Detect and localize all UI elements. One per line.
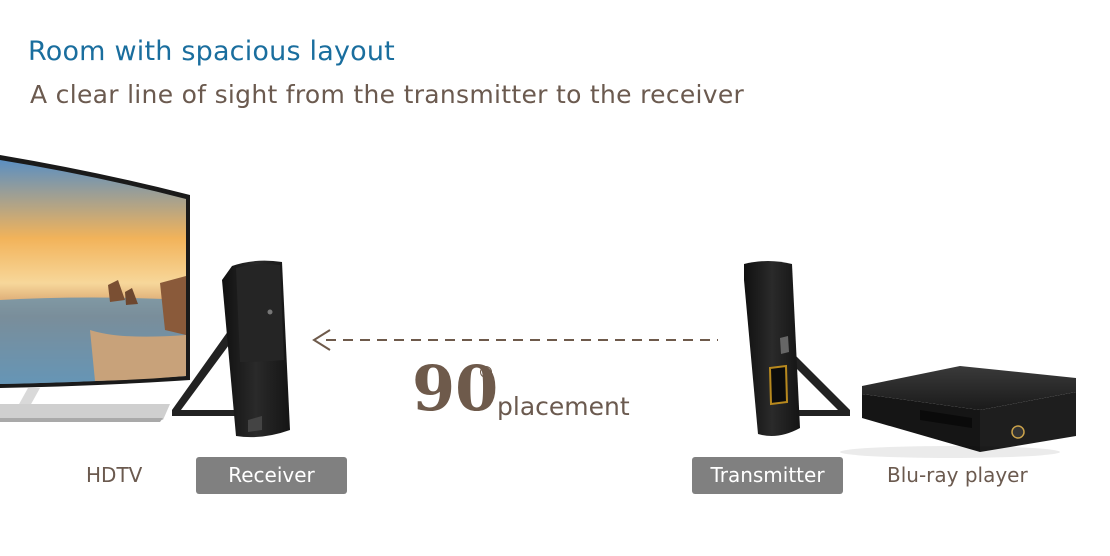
bluray-player-label: Blu-ray player — [887, 463, 1028, 487]
degree-symbol-icon — [480, 366, 492, 378]
receiver-device-image — [172, 260, 290, 438]
page-subtitle: A clear line of sight from the transmitt… — [30, 80, 745, 109]
hdtv-image — [0, 155, 190, 422]
transmitter-device-image — [744, 261, 850, 436]
page-title: Room with spacious layout — [28, 36, 395, 67]
receiver-label-badge: Receiver — [196, 457, 347, 494]
bluray-player-image — [840, 366, 1076, 458]
signal-direction-arrow — [312, 329, 718, 351]
placement-label: placement — [497, 392, 630, 421]
hdtv-label: HDTV — [86, 463, 143, 487]
transmitter-label-badge: Transmitter — [692, 457, 843, 494]
